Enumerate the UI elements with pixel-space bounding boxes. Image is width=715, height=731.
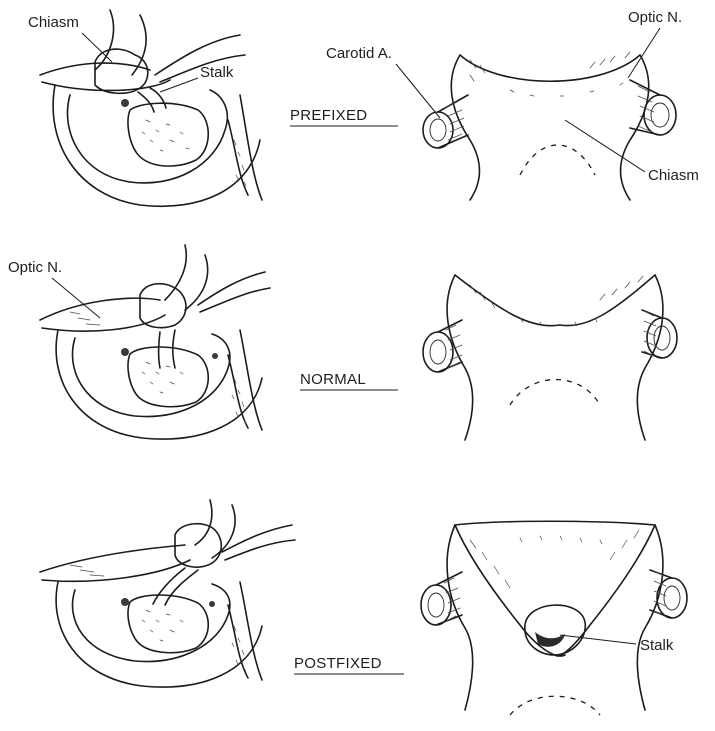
sagittal-drawing-prefixed [40, 10, 262, 206]
leader-stalk-right [560, 635, 636, 644]
leader-carotid [396, 64, 440, 118]
ventral-drawing-prefixed [423, 52, 676, 200]
caption-postfixed: POSTFIXED [294, 655, 382, 672]
carotid-cylinder-left [423, 95, 468, 148]
label-optic-top: Optic N. [628, 9, 682, 26]
ventral-drawing-normal [423, 275, 677, 440]
label-chiasm-right: Chiasm [648, 167, 699, 184]
ventral-drawing-postfixed [421, 521, 687, 715]
row-postfixed: POSTFIXED [40, 500, 687, 715]
leader-optic-top [628, 28, 660, 78]
label-stalk-right: Stalk [640, 637, 674, 654]
label-chiasm-left: Chiasm [28, 14, 79, 31]
carotid-cylinder-right [630, 80, 676, 135]
carotid-cylinder-right-postfixed [650, 570, 687, 618]
label-carotid: Carotid A. [326, 45, 392, 62]
carotid-cylinder-left-postfixed [421, 572, 462, 625]
label-stalk-left: Stalk [200, 64, 234, 81]
sagittal-drawing-postfixed [40, 500, 295, 687]
caption-prefixed: PREFIXED [290, 107, 367, 124]
leader-chiasm-right [565, 120, 645, 172]
caption-normal: NORMAL [300, 371, 366, 388]
label-optic-left: Optic N. [8, 259, 62, 276]
row-normal: Optic N. NORMAL [8, 245, 677, 440]
sagittal-drawing-normal [40, 245, 270, 439]
carotid-cylinder-left-normal [423, 320, 462, 372]
row-prefixed: Chiasm Stalk PREFIXED [28, 9, 699, 206]
